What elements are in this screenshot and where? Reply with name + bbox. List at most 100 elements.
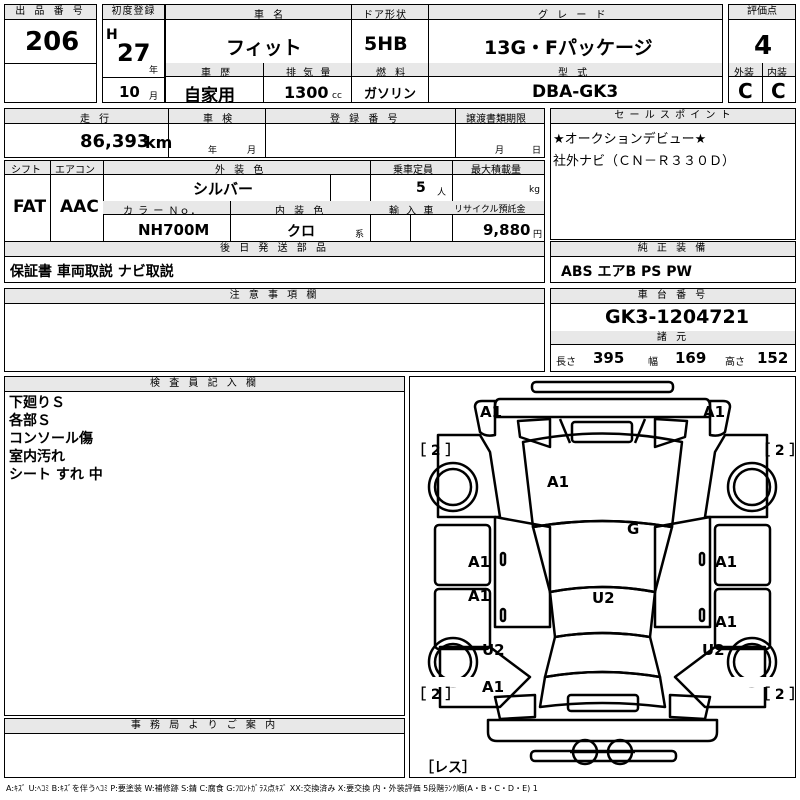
month-unit: 月 <box>149 92 159 102</box>
score-header: 評価点 <box>729 5 795 20</box>
dmg-windshield: G <box>627 520 639 538</box>
recycle-amount: 9,880 <box>483 221 531 239</box>
later-parts-header: 後 日 発 送 部 品 <box>5 242 544 257</box>
color-no-header: カ ラ ー Ｎｏ． <box>123 206 202 217</box>
chassis-box: 車 台 番 号 GK3-1204721 諸 元 長さ 395 幅 169 高さ … <box>550 288 796 372</box>
inspection-year-unit: 年 <box>208 146 218 156</box>
mileage-header: 走 行 <box>80 114 113 125</box>
exterior-color-header: 外 装 色 <box>215 165 267 176</box>
shift: FAT <box>13 197 47 217</box>
era: H <box>106 27 118 43</box>
int-grade: C <box>771 79 786 103</box>
interior-color-suffix: 系 <box>355 230 365 240</box>
later-parts-box: 後 日 発 送 部 品 保証書 車両取説 ナビ取説 <box>4 241 545 283</box>
mileage-block: 走 行 車 検 登 録 番 号 譲渡書類期限 86,393 km 年 月 月 日 <box>4 108 545 158</box>
reg-no-header: 登 録 番 号 <box>330 114 401 125</box>
length-label: 長さ <box>556 357 576 368</box>
fuel: ガソリン <box>364 87 417 102</box>
specs-header: 諸 元 <box>551 331 795 345</box>
history-header: 車 歴 <box>201 68 234 79</box>
inspection-month-unit: 月 <box>247 146 257 156</box>
grade-header: グ レ ー ド <box>538 10 609 21</box>
interior-color: クロ <box>287 224 315 240</box>
notes-box: 注 意 事 項 欄 <box>4 288 545 372</box>
lot-no-header: 出 品 番 号 <box>5 5 96 20</box>
dmg-front-left: A1 <box>480 403 502 421</box>
inspector-header: 検 査 員 記 入 欄 <box>5 377 404 392</box>
dmg-right-front-door: A1 <box>715 553 737 571</box>
exterior-color: シルバー <box>193 180 254 198</box>
length: 395 <box>593 349 625 367</box>
transfer-month-unit: 月 <box>495 146 505 156</box>
dmg-left-front-door: A1 <box>468 553 490 571</box>
dmg-front-right: A1 <box>703 403 725 421</box>
sales-point-list: ★オークションデビュー★社外ナビ（ＣＮ－Ｒ３３０Ｄ） <box>553 129 735 173</box>
dmg-right-rear-door: A1 <box>715 613 737 631</box>
aircon: AAC <box>60 197 99 217</box>
ext-header: 外装 <box>734 68 754 79</box>
chassis-no: GK3-1204721 <box>605 306 749 328</box>
capacity-header: 乗車定員 <box>393 165 433 176</box>
mileage: 86,393 <box>80 131 150 152</box>
car-name: フィット <box>226 37 302 59</box>
damage-diagram: A1 A1 A1 G A1 A1 A1 A1 U2 U2 U2 A1 ［ 2 ］… <box>409 376 796 778</box>
import-header: 輸 入 車 <box>389 206 436 217</box>
score-box: 評価点 4 外装 内装 C C <box>728 4 796 103</box>
tire-front-left: ［ 2 ］ <box>412 442 460 459</box>
width-label: 幅 <box>648 357 658 368</box>
height-label: 高さ <box>725 357 745 368</box>
car-name-header: 車 名 <box>254 10 287 21</box>
door-type: 5HB <box>364 33 408 55</box>
sales-point-item: 社外ナビ（ＣＮ－Ｒ３３０Ｄ） <box>553 154 736 169</box>
model: DBA-GK3 <box>532 82 619 102</box>
displacement-header: 排 気 量 <box>286 68 333 79</box>
tire-rear-left: ［ 2 ］ <box>412 686 460 703</box>
inspection-header: 車 検 <box>203 114 236 125</box>
recycle-header: リサイクル預託金 <box>454 205 526 215</box>
ext-grade: C <box>738 79 753 103</box>
interior-color-header: 内 装 色 <box>275 206 327 217</box>
office-header: 事 務 局 よ り ご 案 内 <box>5 719 404 734</box>
recycle-unit: 円 <box>533 230 543 240</box>
lot-no-box: 出 品 番 号 206 <box>4 4 97 103</box>
int-header: 内装 <box>767 68 787 79</box>
displacement: 1300 <box>284 83 329 102</box>
genuine-equipment-box: 純 正 装 備 ABS エアB PS PW <box>550 241 796 283</box>
spare-tire: ［レス］ <box>420 759 476 776</box>
lot-no: 206 <box>25 27 80 57</box>
height: 152 <box>757 349 789 367</box>
office-box: 事 務 局 よ り ご 案 内 <box>4 718 405 778</box>
year-unit: 年 <box>149 66 159 76</box>
dmg-roof: U2 <box>592 589 615 607</box>
dmg-hood: A1 <box>547 473 569 491</box>
inspector-note-item: 室内汚れ <box>9 449 65 465</box>
first-reg-header: 初度登録 <box>103 5 164 20</box>
later-parts: 保証書 車両取説 ナビ取説 <box>10 264 174 280</box>
tire-front-right: ［ 2 ］ <box>756 442 795 459</box>
name-grade-box: 車 名 ドア形状 グ レ ー ド フィット 5HB 13G・Fパッケージ 車 歴… <box>165 4 723 106</box>
width: 169 <box>675 349 707 367</box>
legend: A:ｷｽﾞ U:ﾍｺﾐ B:ｷｽﾞを伴うﾍｺﾐ P:要塗装 W:補修跡 S:錆 … <box>6 784 538 793</box>
tire-rear-right: ［ 2 ］ <box>756 686 795 703</box>
door-header: ドア形状 <box>363 10 407 21</box>
grade: 13G・Fパッケージ <box>484 37 653 59</box>
inspector-note-item: コンソール傷 <box>9 431 93 447</box>
mileage-unit: km <box>145 133 173 152</box>
dmg-right-rear-quarter: U2 <box>702 641 725 659</box>
model-header: 型 式 <box>558 68 591 79</box>
dmg-left-rear-door: A1 <box>468 587 490 605</box>
reg-year: 27 <box>117 39 151 67</box>
color-no: NH700M <box>138 221 210 239</box>
first-reg-box: 初度登録 H 27 年 10 月 <box>102 4 165 103</box>
shift-header: シフト <box>11 165 41 176</box>
sales-point-box: セ ー ル ス ポ イ ン ト ★オークションデビュー★社外ナビ（ＣＮ－Ｒ３３０… <box>550 108 796 240</box>
displacement-unit: cc <box>332 91 342 101</box>
sales-point-header: セ ー ル ス ポ イ ン ト <box>551 109 795 124</box>
inspector-note-item: 下廻りＳ <box>9 395 65 411</box>
genuine-equipment-header: 純 正 装 備 <box>551 242 795 257</box>
notes-header: 注 意 事 項 欄 <box>5 289 544 304</box>
transfer-header: 譲渡書類期限 <box>466 114 526 125</box>
genuine-equipment: ABS エアB PS PW <box>561 264 692 280</box>
inspector-note-item: シート すれ 中 <box>9 467 103 483</box>
